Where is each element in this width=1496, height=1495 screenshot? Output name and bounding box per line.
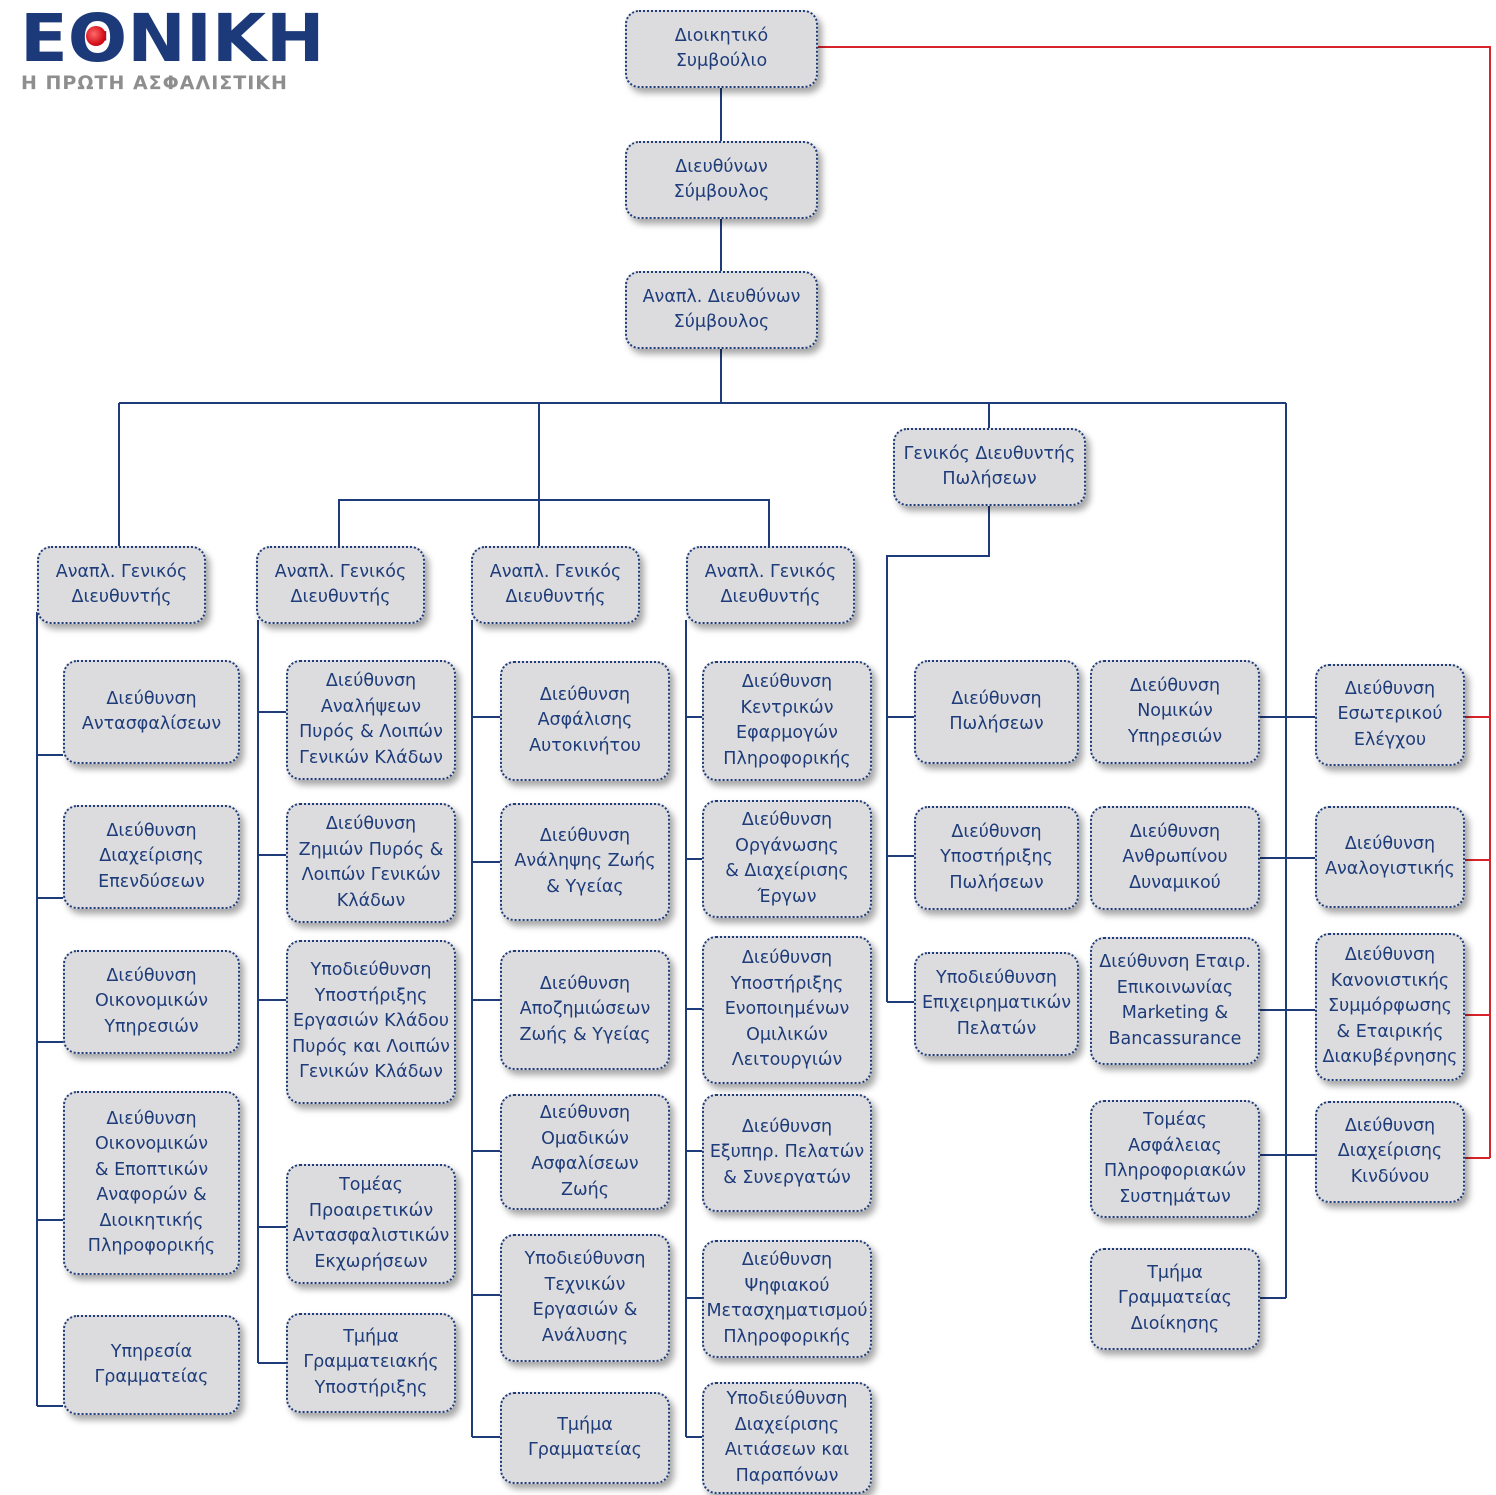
node-col3-life-underwriting: Διεύθυνση Ανάληψης Ζωής & Υγείας [500,803,670,921]
node-col1-secretariat: Υπηρεσία Γραμματείας [63,1315,240,1415]
node-dgm-2-label: Αναπλ. Γενικός Διευθυντής [274,561,407,608]
node-col1-investments-label: Διεύθυνση Διαχείρισης Επενδύσεων [98,820,205,892]
node-deputy-ceo-label: Αναπλ. Διευθύνων Σύμβουλος [642,286,801,333]
node-col6-info-security: Τομέας Ασφάλειας Πληροφοριακών Συστημάτω… [1090,1100,1260,1218]
node-col2-fire-claims: Διεύθυνση Ζημιών Πυρός & Λοιπών Γενικών … [286,803,456,923]
node-col2-fire-support-label: Υποδιεύθυνση Υποστήριξης Εργασιών Κλάδου… [292,960,450,1083]
line-sub-bus-dgm2-dgm4 [338,499,770,546]
node-board: Διοικητικό Συμβούλιο [625,10,818,88]
node-col4-group-operations: Διεύθυνση Υποστήριξης Ενοποιημένων Ομιλι… [702,936,872,1084]
node-col3-technical-analysis: Υποδιεύθυνση Τεχνικών Εργασιών & Ανάλυση… [500,1234,670,1362]
node-col2-facultative-label: Τομέας Προαιρετικών Αντασφαλιστικών Εκχω… [292,1175,450,1272]
node-col6-human-resources-label: Διεύθυνση Ανθρωπίνου Δυναμικού [1122,821,1228,893]
node-col3-motor: Διεύθυνση Ασφάλισης Αυτοκινήτου [500,661,670,781]
node-col4-central-it-label: Διεύθυνση Κεντρικών Εφαρμογών Πληροφορικ… [723,672,851,769]
node-col2-fire-underwriting-label: Διεύθυνση Αναλήψεων Πυρός & Λοιπών Γενικ… [299,671,443,768]
node-col3-group-life-label: Διεύθυνση Ομαδικών Ασφαλίσεων Ζωής [531,1103,639,1200]
node-col6-legal: Διεύθυνση Νομικών Υπηρεσιών [1090,660,1260,764]
node-col7-actuarial: Διεύθυνση Αναλογιστικής [1315,806,1465,908]
node-col2-facultative: Τομέας Προαιρετικών Αντασφαλιστικών Εκχω… [286,1164,456,1284]
node-dgm-3: Αναπλ. Γενικός Διευθυντής [471,546,640,624]
line-board-red [818,46,1491,1158]
node-col4-central-it: Διεύθυνση Κεντρικών Εφαρμογών Πληροφορικ… [702,661,872,781]
company-logo: ΕΘΝΙΚΗ Η ΠΡΩΤΗ ΑΣΦΑΛΙΣΤΙΚΗ [20,6,340,106]
line-gm-sales-vertical [886,506,990,1002]
node-col4-digital-transformation-label: Διεύθυνση Ψηφιακού Μετασχηματισμού Πληρο… [706,1250,868,1347]
node-col1-financial-reporting: Διεύθυνση Οικονομικών & Εποπτικών Αναφορ… [63,1091,240,1275]
node-gm-sales-label: Γενικός Διευθυντής Πωλήσεων [903,443,1076,490]
node-col4-complaints-label: Υποδιεύθυνση Διαχείρισης Αιτιάσεων και Π… [724,1389,850,1486]
node-col3-secretariat-label: Τμήμα Γραμματείας [528,1414,642,1461]
node-col2-fire-claims-label: Διεύθυνση Ζημιών Πυρός & Λοιπών Γενικών … [298,814,444,911]
node-dgm-1-label: Αναπλ. Γενικός Διευθυντής [55,561,188,608]
node-ceo: Διευθύνων Σύμβουλος [625,141,818,219]
node-col7-compliance-label: Διεύθυνση Κανονιστικής Συμμόρφωσης & Ετα… [1322,945,1458,1068]
node-col6-human-resources: Διεύθυνση Ανθρωπίνου Δυναμικού [1090,806,1260,910]
node-col3-life-underwriting-label: Διεύθυνση Ανάληψης Ζωής & Υγείας [514,825,656,897]
node-deputy-ceo: Αναπλ. Διευθύνων Σύμβουλος [625,271,818,349]
node-col5-sales-label: Διεύθυνση Πωλήσεων [949,688,1044,735]
node-col6-admin-secretariat-label: Τμήμα Γραμματείας Διοίκησης [1118,1262,1232,1334]
node-col6-corporate-comms-label: Διεύθυνση Εταιρ. Επικοινωνίας Marketing … [1099,952,1251,1049]
node-col4-customer-service: Διεύθυνση Εξυπηρ. Πελατών & Συνεργατών [702,1094,872,1212]
node-col1-reinsurance: Διεύθυνση Αντασφαλίσεων [63,660,240,764]
node-col5-business-clients-label: Υποδιεύθυνση Επιχειρηματικών Πελατών [921,967,1072,1039]
node-col1-financial-reporting-label: Διεύθυνση Οικονομικών & Εποπτικών Αναφορ… [87,1108,216,1257]
node-col4-group-operations-label: Διεύθυνση Υποστήριξης Ενοποιημένων Ομιλι… [724,948,850,1071]
node-col7-risk-management: Διεύθυνση Διαχείρισης Κινδύνου [1315,1101,1465,1203]
logo-tagline: Η ΠΡΩΤΗ ΑΣΦΑΛΙΣΤΙΚΗ [21,72,288,94]
node-dgm-4: Αναπλ. Γενικός Διευθυντής [686,546,855,624]
node-col3-group-life: Διεύθυνση Ομαδικών Ασφαλίσεων Ζωής [500,1094,670,1210]
node-col6-corporate-comms: Διεύθυνση Εταιρ. Επικοινωνίας Marketing … [1090,937,1260,1065]
node-col1-secretariat-label: Υπηρεσία Γραμματείας [94,1341,209,1388]
node-col5-sales-support: Διεύθυνση Υποστήριξης Πωλήσεων [914,806,1079,910]
node-col2-secretarial-support-label: Τμήμα Γραμματειακής Υποστήριξης [303,1326,439,1398]
node-col3-life-claims-label: Διεύθυνση Αποζημιώσεων Ζωής & Υγείας [519,973,651,1045]
node-col7-actuarial-label: Διεύθυνση Αναλογιστικής [1325,833,1455,880]
node-col5-business-clients: Υποδιεύθυνση Επιχειρηματικών Πελατών [914,952,1079,1056]
node-col7-risk-management-label: Διεύθυνση Διαχείρισης Κινδύνου [1337,1115,1443,1187]
node-col6-legal-label: Διεύθυνση Νομικών Υπηρεσιών [1127,675,1223,747]
node-col2-fire-support: Υποδιεύθυνση Υποστήριξης Εργασιών Κλάδου… [286,940,456,1104]
node-col5-sales: Διεύθυνση Πωλήσεων [914,660,1079,764]
logo-red-dot [86,26,106,46]
node-col3-life-claims: Διεύθυνση Αποζημιώσεων Ζωής & Υγείας [500,950,670,1070]
node-board-label: Διοικητικό Συμβούλιο [674,25,769,72]
node-col3-secretariat: Τμήμα Γραμματείας [500,1392,670,1484]
node-col7-compliance: Διεύθυνση Κανονιστικής Συμμόρφωσης & Ετα… [1315,933,1465,1081]
node-dgm-1: Αναπλ. Γενικός Διευθυντής [37,546,206,624]
node-dgm-4-label: Αναπλ. Γενικός Διευθυντής [704,561,837,608]
node-col4-projects-label: Διεύθυνση Οργάνωσης & Διαχείρισης Έργων [725,810,849,907]
node-col5-sales-support-label: Διεύθυνση Υποστήριξης Πωλήσεων [940,821,1053,893]
node-col7-internal-audit: Διεύθυνση Εσωτερικού Ελέγχου [1315,664,1465,766]
node-col4-digital-transformation: Διεύθυνση Ψηφιακού Μετασχηματισμού Πληρο… [702,1240,872,1358]
node-col1-financial-services-label: Διεύθυνση Οικονομικών Υπηρεσιών [95,965,208,1037]
logo-wordmark: ΕΘΝΙΚΗ [20,0,325,77]
node-ceo-label: Διευθύνων Σύμβουλος [673,156,770,203]
node-col3-technical-analysis-label: Υποδιεύθυνση Τεχνικών Εργασιών & Ανάλυση… [524,1249,646,1346]
node-col1-investments: Διεύθυνση Διαχείρισης Επενδύσεων [63,805,240,909]
node-col2-fire-underwriting: Διεύθυνση Αναλήψεων Πυρός & Λοιπών Γενικ… [286,660,456,780]
node-col3-motor-label: Διεύθυνση Ασφάλισης Αυτοκινήτου [529,684,641,756]
node-col6-admin-secretariat: Τμήμα Γραμματείας Διοίκησης [1090,1248,1260,1350]
node-col1-reinsurance-label: Διεύθυνση Αντασφαλίσεων [81,688,222,735]
node-col6-info-security-label: Τομέας Ασφάλειας Πληροφοριακών Συστημάτω… [1104,1110,1246,1207]
node-col4-complaints: Υποδιεύθυνση Διαχείρισης Αιτιάσεων και Π… [702,1382,872,1494]
node-col2-secretarial-support: Τμήμα Γραμματειακής Υποστήριξης [286,1313,456,1413]
node-dgm-3-label: Αναπλ. Γενικός Διευθυντής [489,561,622,608]
node-col7-internal-audit-label: Διεύθυνση Εσωτερικού Ελέγχου [1337,678,1443,750]
node-gm-sales: Γενικός Διευθυντής Πωλήσεων [893,428,1086,506]
node-col4-projects: Διεύθυνση Οργάνωσης & Διαχείρισης Έργων [702,800,872,918]
node-col4-customer-service-label: Διεύθυνση Εξυπηρ. Πελατών & Συνεργατών [709,1116,865,1188]
node-dgm-2: Αναπλ. Γενικός Διευθυντής [256,546,425,624]
node-col1-financial-services: Διεύθυνση Οικονομικών Υπηρεσιών [63,950,240,1054]
